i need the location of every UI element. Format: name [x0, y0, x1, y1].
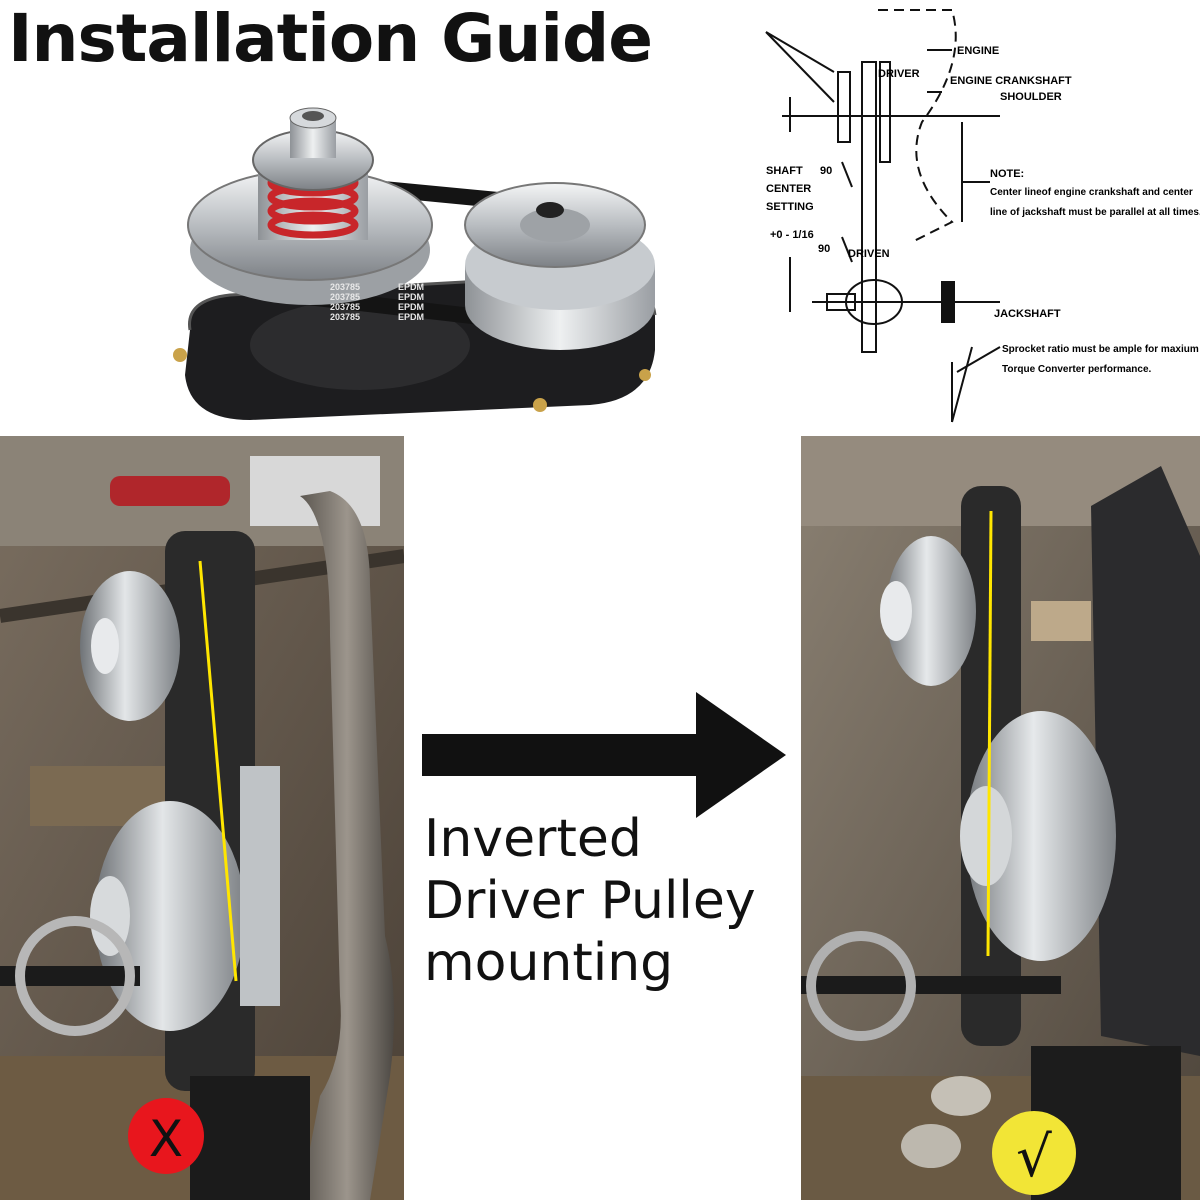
label-engine: ENGINE [957, 45, 999, 57]
caption-line-3: mounting [424, 933, 674, 993]
note-title: NOTE: [990, 168, 1024, 180]
label-crankshaft: ENGINE CRANKSHAFT [950, 75, 1072, 87]
belt-material-2: EPDM [398, 292, 424, 302]
label-shaft: SHAFT [766, 165, 803, 177]
belt-material-4: EPDM [398, 312, 424, 322]
incorrect-mounting-photo: X [0, 436, 404, 1200]
wrong-badge [128, 1098, 204, 1174]
alignment-diagram: DRIVER ENGINE ENGINE CRANKSHAFT SHOULDER… [752, 2, 1200, 432]
note-line-1: Center lineof engine crankshaft and cent… [990, 187, 1193, 198]
label-angle-bottom: 90 [818, 243, 830, 255]
checkmark-icon: √ [1016, 1125, 1052, 1190]
sprocket-line-2: Torque Converter performance. [1002, 364, 1152, 375]
page-title: Installation Guide [8, 0, 653, 77]
belt-material-1: EPDM [398, 282, 424, 292]
torque-converter-image: 203785 203785 203785 203785 EPDM EPDM EP… [170, 100, 690, 440]
correct-mounting-photo: √ [801, 436, 1200, 1200]
belt-material-3: EPDM [398, 302, 424, 312]
wrong-x-icon: X [149, 1110, 183, 1168]
belt-label-3: 203785 [330, 302, 360, 312]
label-driven: DRIVEN [848, 248, 890, 260]
label-shoulder: SHOULDER [1000, 91, 1062, 103]
caption: Inverted Driver Pulley mounting [424, 808, 804, 994]
belt-label-1: 203785 [330, 282, 360, 292]
label-tolerance: +0 - 1/16 [770, 229, 814, 241]
right-badge [992, 1111, 1076, 1195]
note-line-2: line of jackshaft must be parallel at al… [990, 207, 1200, 218]
sprocket-line-1: Sprocket ratio must be ample for maxium [1002, 344, 1199, 355]
label-jackshaft: JACKSHAFT [994, 308, 1061, 320]
caption-line-1: Inverted [424, 809, 642, 869]
label-angle-top: 90 [820, 165, 832, 177]
label-center: CENTER [766, 183, 811, 195]
label-driver: DRIVER [878, 68, 920, 80]
right-arrow-icon [418, 690, 790, 820]
belt-label-2: 203785 [330, 292, 360, 302]
label-setting: SETTING [766, 201, 814, 213]
caption-line-2: Driver Pulley [424, 871, 756, 931]
belt-label-4: 203785 [330, 312, 360, 322]
